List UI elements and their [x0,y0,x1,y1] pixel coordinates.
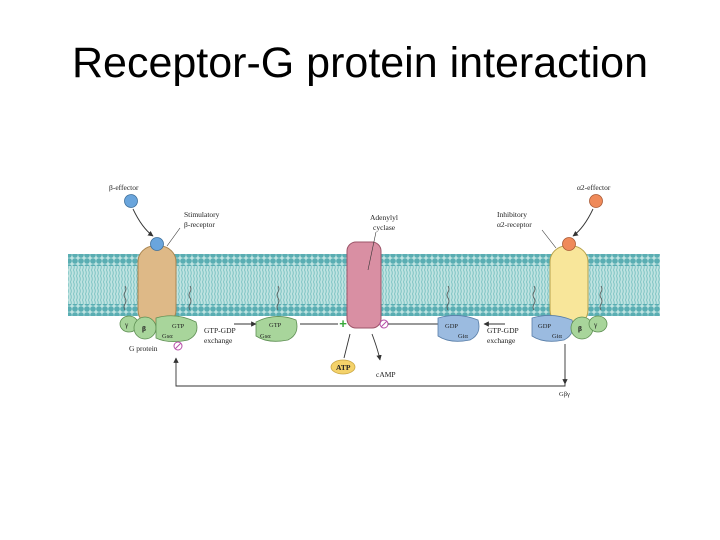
camp-arrow [371,333,382,361]
g-protein-label: G protein [129,344,158,353]
stimulatory-receptor-label-1: Stimulatory [184,210,220,219]
alpha-effector-ligand-bound [562,237,576,251]
g-alpha-i-free: Giα [458,333,469,340]
gdp-free-right: GDP [445,323,458,330]
inhibitory-receptor-label-2: α2-receptor [497,220,532,229]
lipid-anchors [123,285,603,311]
g-protein-complex-right [531,315,608,342]
atp-arrow [343,333,351,359]
g-protein-complex-left [119,315,198,342]
g-alpha-s-free: Gsα [260,333,271,340]
stimulate-symbol: + [339,316,347,331]
gtp-left: GTP [172,323,185,330]
beta-effector-label: β-effector [109,183,139,192]
exchange-left-line2: exchange [204,336,233,345]
inhibitory-receptor [549,245,589,327]
beta-effector-ligand-bound [150,237,164,251]
atp-label: ATP [336,363,351,372]
camp-label: cAMP [376,370,396,379]
free-g-alpha-i [437,315,480,342]
beta-right: β [578,324,582,333]
gtp-free-left: GTP [269,322,282,329]
ligand-binding-arrow-left [132,208,154,237]
g-beta-gamma-label: Gβγ [559,391,570,398]
cyclase-label-pointer [367,231,377,271]
gamma-left: γ [124,320,129,329]
stimulatory-receptor-label-2: β-receptor [184,220,215,229]
g-beta-gamma-return-arrow [173,344,566,387]
exchange-right-line1: GTP-GDP [487,326,519,335]
g-alpha-i-right: Giα [552,333,563,340]
gamma-right: γ [593,320,598,329]
free-g-alpha-s [255,316,298,342]
g-alpha-s-left: Gsα [162,333,173,340]
receptor-label-pointer-right [541,229,557,249]
gdp-right: GDP [538,323,551,330]
adenylyl-cyclase [346,241,382,329]
receptor-label-pointer-left [166,227,181,247]
inhibit-symbol-left [173,341,183,351]
alpha-effector-label: α2-effector [577,183,611,192]
exchange-left-line1: GTP-GDP [204,326,236,335]
atp-blob [330,359,356,375]
adenylyl-label-1: Adenylyl [370,213,398,222]
stimulatory-receptor [137,245,177,327]
exchange-right-line2: exchange [487,336,516,345]
slide-title: Receptor-G protein interaction [71,39,648,87]
alpha-effector-ligand-free [589,194,603,208]
ligand-binding-arrow-right [572,208,594,237]
beta-effector-ligand-free [124,194,138,208]
inhibitory-receptor-label-1: Inhibitory [497,210,527,219]
beta-left: β [142,324,146,333]
adenylyl-label-2: cyclase [373,223,396,232]
